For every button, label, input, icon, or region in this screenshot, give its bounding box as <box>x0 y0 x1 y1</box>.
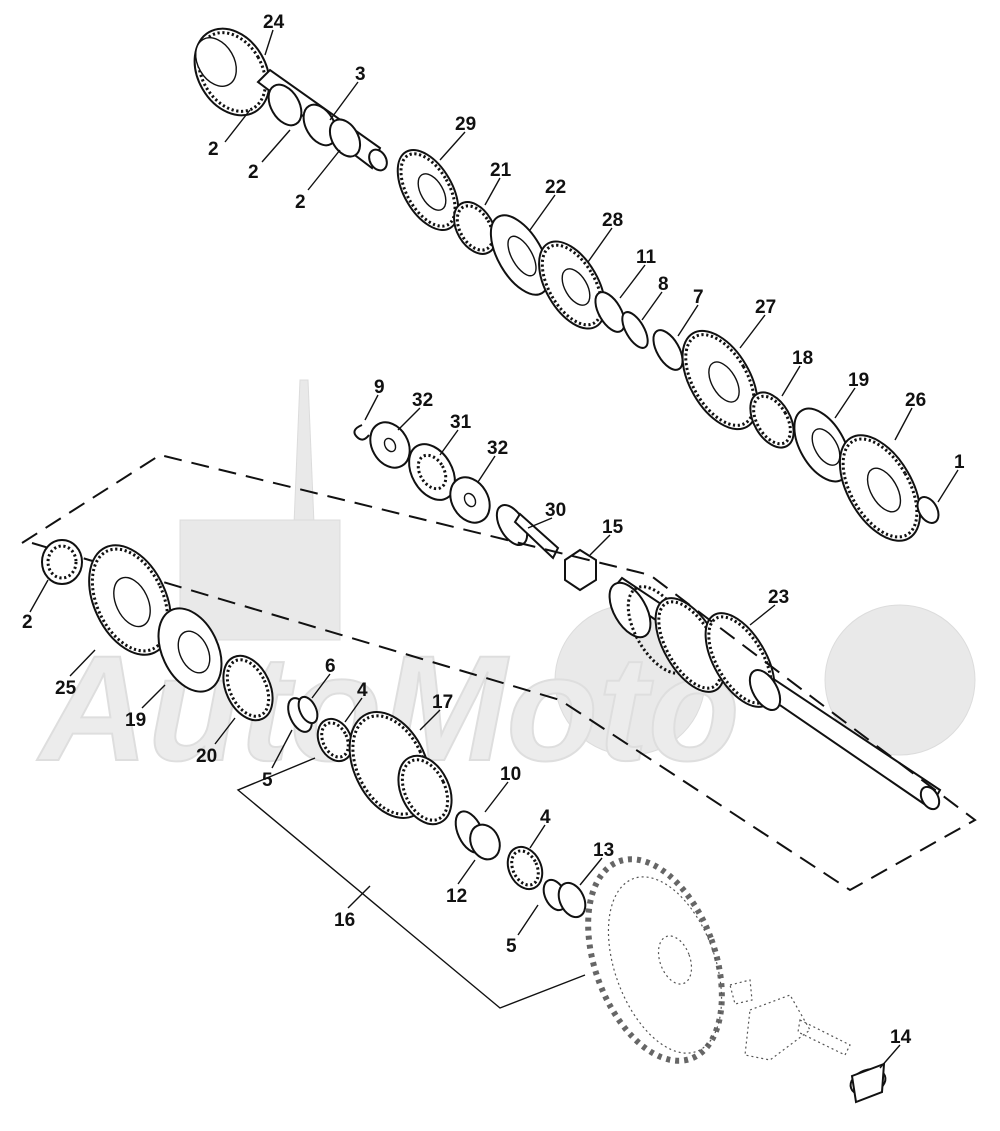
bearing-18 <box>749 391 795 449</box>
callout-3: 3 <box>355 64 366 85</box>
callout-13: 13 <box>593 840 614 861</box>
callout-25: 25 <box>55 678 77 699</box>
shaft-3-spline-c <box>328 118 362 158</box>
seal-13 <box>557 881 587 919</box>
gear-27 <box>681 329 759 431</box>
bearing-21 <box>453 201 497 255</box>
watermark-wheel-rear <box>824 604 976 756</box>
dog-ring-19-upper <box>793 407 851 483</box>
callout-2: 2 <box>22 612 33 633</box>
bushing-14 <box>849 1062 887 1104</box>
callout-labels: 24 3 2 2 2 29 21 22 28 11 8 7 27 18 19 2… <box>22 12 965 1048</box>
gear-26 <box>838 434 922 542</box>
shaft-3-spline-a <box>267 83 303 127</box>
callout-2: 2 <box>208 139 219 160</box>
callout-12: 12 <box>446 886 467 907</box>
callout-8: 8 <box>658 274 669 295</box>
bearing-20 <box>222 654 274 722</box>
callout-24: 24 <box>263 12 285 33</box>
gear-25 <box>88 544 172 656</box>
dashed-group-boundary <box>21 453 977 892</box>
callout-22: 22 <box>545 177 566 198</box>
washer-1 <box>916 496 940 524</box>
dog-ring-19-lower <box>157 607 223 693</box>
callout-16: 16 <box>334 910 355 931</box>
callout-5: 5 <box>506 936 517 957</box>
callout-7: 7 <box>693 287 704 308</box>
bracket-16 <box>236 757 586 1009</box>
gear-24-teeth <box>197 31 267 113</box>
bearing-4-b <box>506 845 544 891</box>
shaft-3-end <box>368 148 388 172</box>
washer-7 <box>652 329 684 371</box>
callout-26: 26 <box>905 390 926 411</box>
bearing-4-a <box>316 717 354 763</box>
callout-23: 23 <box>768 587 789 608</box>
callout-14: 14 <box>890 1027 912 1048</box>
callout-11: 11 <box>636 247 657 268</box>
callout-1: 1 <box>954 452 965 473</box>
callout-21: 21 <box>490 160 512 181</box>
clip-9 <box>353 424 370 441</box>
callout-6: 6 <box>325 656 336 677</box>
snap-ring-8 <box>621 311 649 349</box>
watermark-building <box>179 519 341 641</box>
callout-2: 2 <box>248 162 259 183</box>
callout-32: 32 <box>487 438 508 459</box>
gear-17 <box>348 711 453 826</box>
leader-lines <box>29 29 959 1069</box>
callout-29: 29 <box>455 114 476 135</box>
callout-28: 28 <box>602 210 623 231</box>
spacer-22 <box>489 214 551 296</box>
callout-19: 19 <box>125 710 146 731</box>
gear-28 <box>538 240 606 330</box>
callout-15: 15 <box>602 517 624 538</box>
countershaft-23 <box>608 576 942 811</box>
callout-31: 31 <box>450 412 472 433</box>
callout-27: 27 <box>755 297 776 318</box>
callout-2: 2 <box>295 192 306 213</box>
callout-30: 30 <box>545 500 566 521</box>
callout-4: 4 <box>357 680 368 701</box>
callout-10: 10 <box>500 764 521 785</box>
washer-32-a-hole <box>383 437 397 453</box>
callout-9: 9 <box>374 377 385 398</box>
callout-19: 19 <box>848 370 869 391</box>
nut-15 <box>564 548 597 592</box>
bearing-2-lower <box>41 539 83 585</box>
gear-29 <box>396 149 460 231</box>
bearing-31 <box>408 443 456 501</box>
upper-shaft-assembly <box>193 27 388 172</box>
bushing-12 <box>469 823 501 861</box>
washer-32-b-hole <box>463 492 477 508</box>
callout-32: 32 <box>412 390 433 411</box>
callout-4: 4 <box>540 807 551 828</box>
washer-11 <box>594 291 626 333</box>
clutch-housing-ghost <box>585 856 851 1064</box>
callout-18: 18 <box>792 348 813 369</box>
washer-6 <box>297 695 319 725</box>
callout-20: 20 <box>196 746 217 767</box>
callout-5: 5 <box>262 770 273 791</box>
gear-24-hub <box>195 37 237 87</box>
callout-17: 17 <box>432 692 453 713</box>
